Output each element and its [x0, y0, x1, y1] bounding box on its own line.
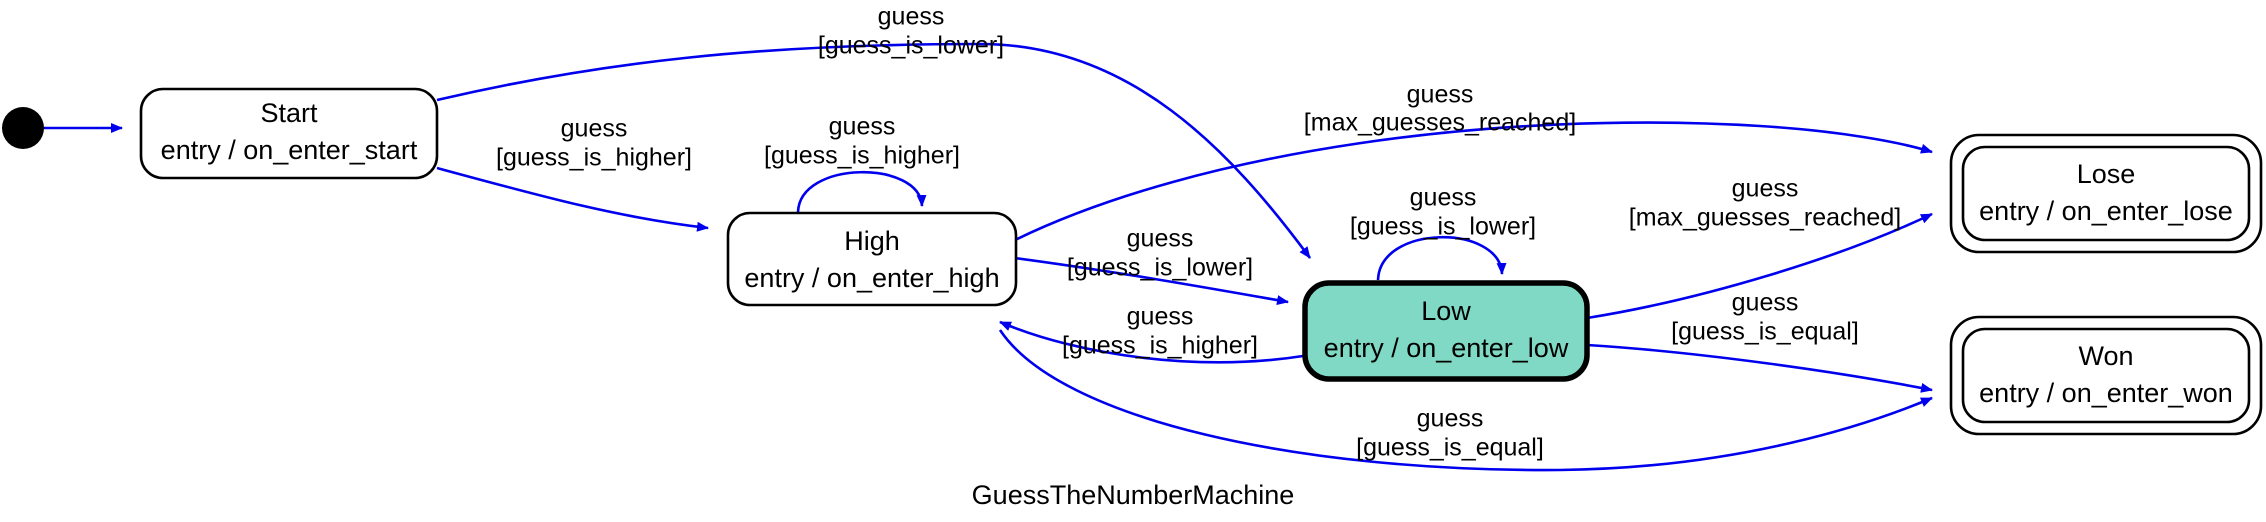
state-lose-entry: entry / on_enter_lose — [1979, 196, 2233, 226]
state-high-name: High — [844, 226, 900, 256]
edge-label-low-to-high-guard: [guess_is_higher] — [1062, 332, 1258, 360]
edge-label-high-to-low-guard: [guess_is_lower] — [1067, 254, 1253, 282]
initial-state-icon[interactable] — [2, 107, 44, 149]
edge-label-start-to-low-event: guess — [878, 3, 945, 31]
state-start-name: Start — [260, 98, 318, 128]
state-low-entry: entry / on_enter_low — [1324, 333, 1569, 363]
edge-label-start-to-high-guard: [guess_is_higher] — [496, 144, 692, 172]
edge-label-high-to-lose-event: guess — [1407, 81, 1474, 109]
state-high-entry: entry / on_enter_high — [744, 263, 999, 293]
edge-label-start-to-high-event: guess — [561, 115, 628, 143]
edge-high-self-loop[interactable] — [796, 170, 927, 213]
edge-label-low-self-guard: [guess_is_lower] — [1350, 213, 1536, 241]
edge-label-high-self-guard: [guess_is_higher] — [764, 142, 960, 170]
state-start-shape[interactable] — [139, 87, 439, 180]
edge-label-high-to-won-guard: [guess_is_equal] — [1356, 434, 1544, 462]
state-won-entry: entry / on_enter_won — [1979, 378, 2233, 408]
state-node-high[interactable]: High entry / on_enter_high — [726, 211, 1018, 307]
edge-low-to-won[interactable] — [1586, 343, 1933, 393]
state-won-name: Won — [2078, 341, 2133, 371]
edge-label-high-to-low-event: guess — [1127, 225, 1194, 253]
state-lose-name: Lose — [2077, 159, 2136, 189]
state-node-won[interactable]: Won entry / on_enter_won — [1949, 315, 2263, 436]
edge-label-high-to-lose-guard: [max_guesses_reached] — [1304, 109, 1576, 137]
state-node-lose[interactable]: Lose entry / on_enter_lose — [1949, 133, 2263, 254]
edge-label-low-to-high-event: guess — [1127, 303, 1194, 331]
edge-low-to-lose[interactable] — [1586, 212, 1933, 320]
edge-high-to-lose[interactable] — [1014, 121, 1933, 242]
edge-start-to-low[interactable] — [436, 42, 1312, 259]
edge-high-to-won[interactable] — [998, 329, 1933, 472]
edge-label-low-to-lose-guard: [max_guesses_reached] — [1629, 204, 1901, 232]
edge-label-low-to-won-event: guess — [1732, 289, 1799, 317]
state-high-shape[interactable] — [726, 211, 1018, 307]
state-won-inner-shape[interactable] — [1961, 327, 2251, 424]
edge-label-low-to-lose-event: guess — [1732, 175, 1799, 203]
state-low-name: Low — [1421, 296, 1471, 326]
edge-label-start-to-low-guard: [guess_is_lower] — [818, 32, 1004, 60]
state-node-start[interactable]: Start entry / on_enter_start — [139, 87, 439, 180]
nodes-layer: Start entry / on_enter_start High entry … — [2, 87, 2263, 436]
edge-low-to-high[interactable] — [999, 320, 1304, 364]
edge-label-low-self-event: guess — [1410, 184, 1477, 212]
state-lose-inner-shape[interactable] — [1961, 145, 2251, 242]
diagram-title: GuessTheNumberMachine — [972, 480, 1295, 510]
state-start-entry: entry / on_enter_start — [161, 135, 418, 165]
edge-high-to-low[interactable] — [1014, 256, 1289, 306]
edge-label-high-self-event: guess — [829, 113, 896, 141]
edge-label-low-to-won-guard: [guess_is_equal] — [1671, 318, 1859, 346]
edge-label-high-to-won-event: guess — [1417, 405, 1484, 433]
state-node-low[interactable]: Low entry / on_enter_low — [1302, 280, 1590, 382]
state-low-shape[interactable] — [1302, 280, 1590, 382]
edges-layer — [40, 42, 1933, 472]
edge-low-self-loop[interactable] — [1376, 235, 1507, 281]
edge-start-to-high[interactable] — [436, 166, 709, 232]
edge-labels-layer: guess [guess_is_lower] guess [guess_is_h… — [496, 3, 1901, 462]
